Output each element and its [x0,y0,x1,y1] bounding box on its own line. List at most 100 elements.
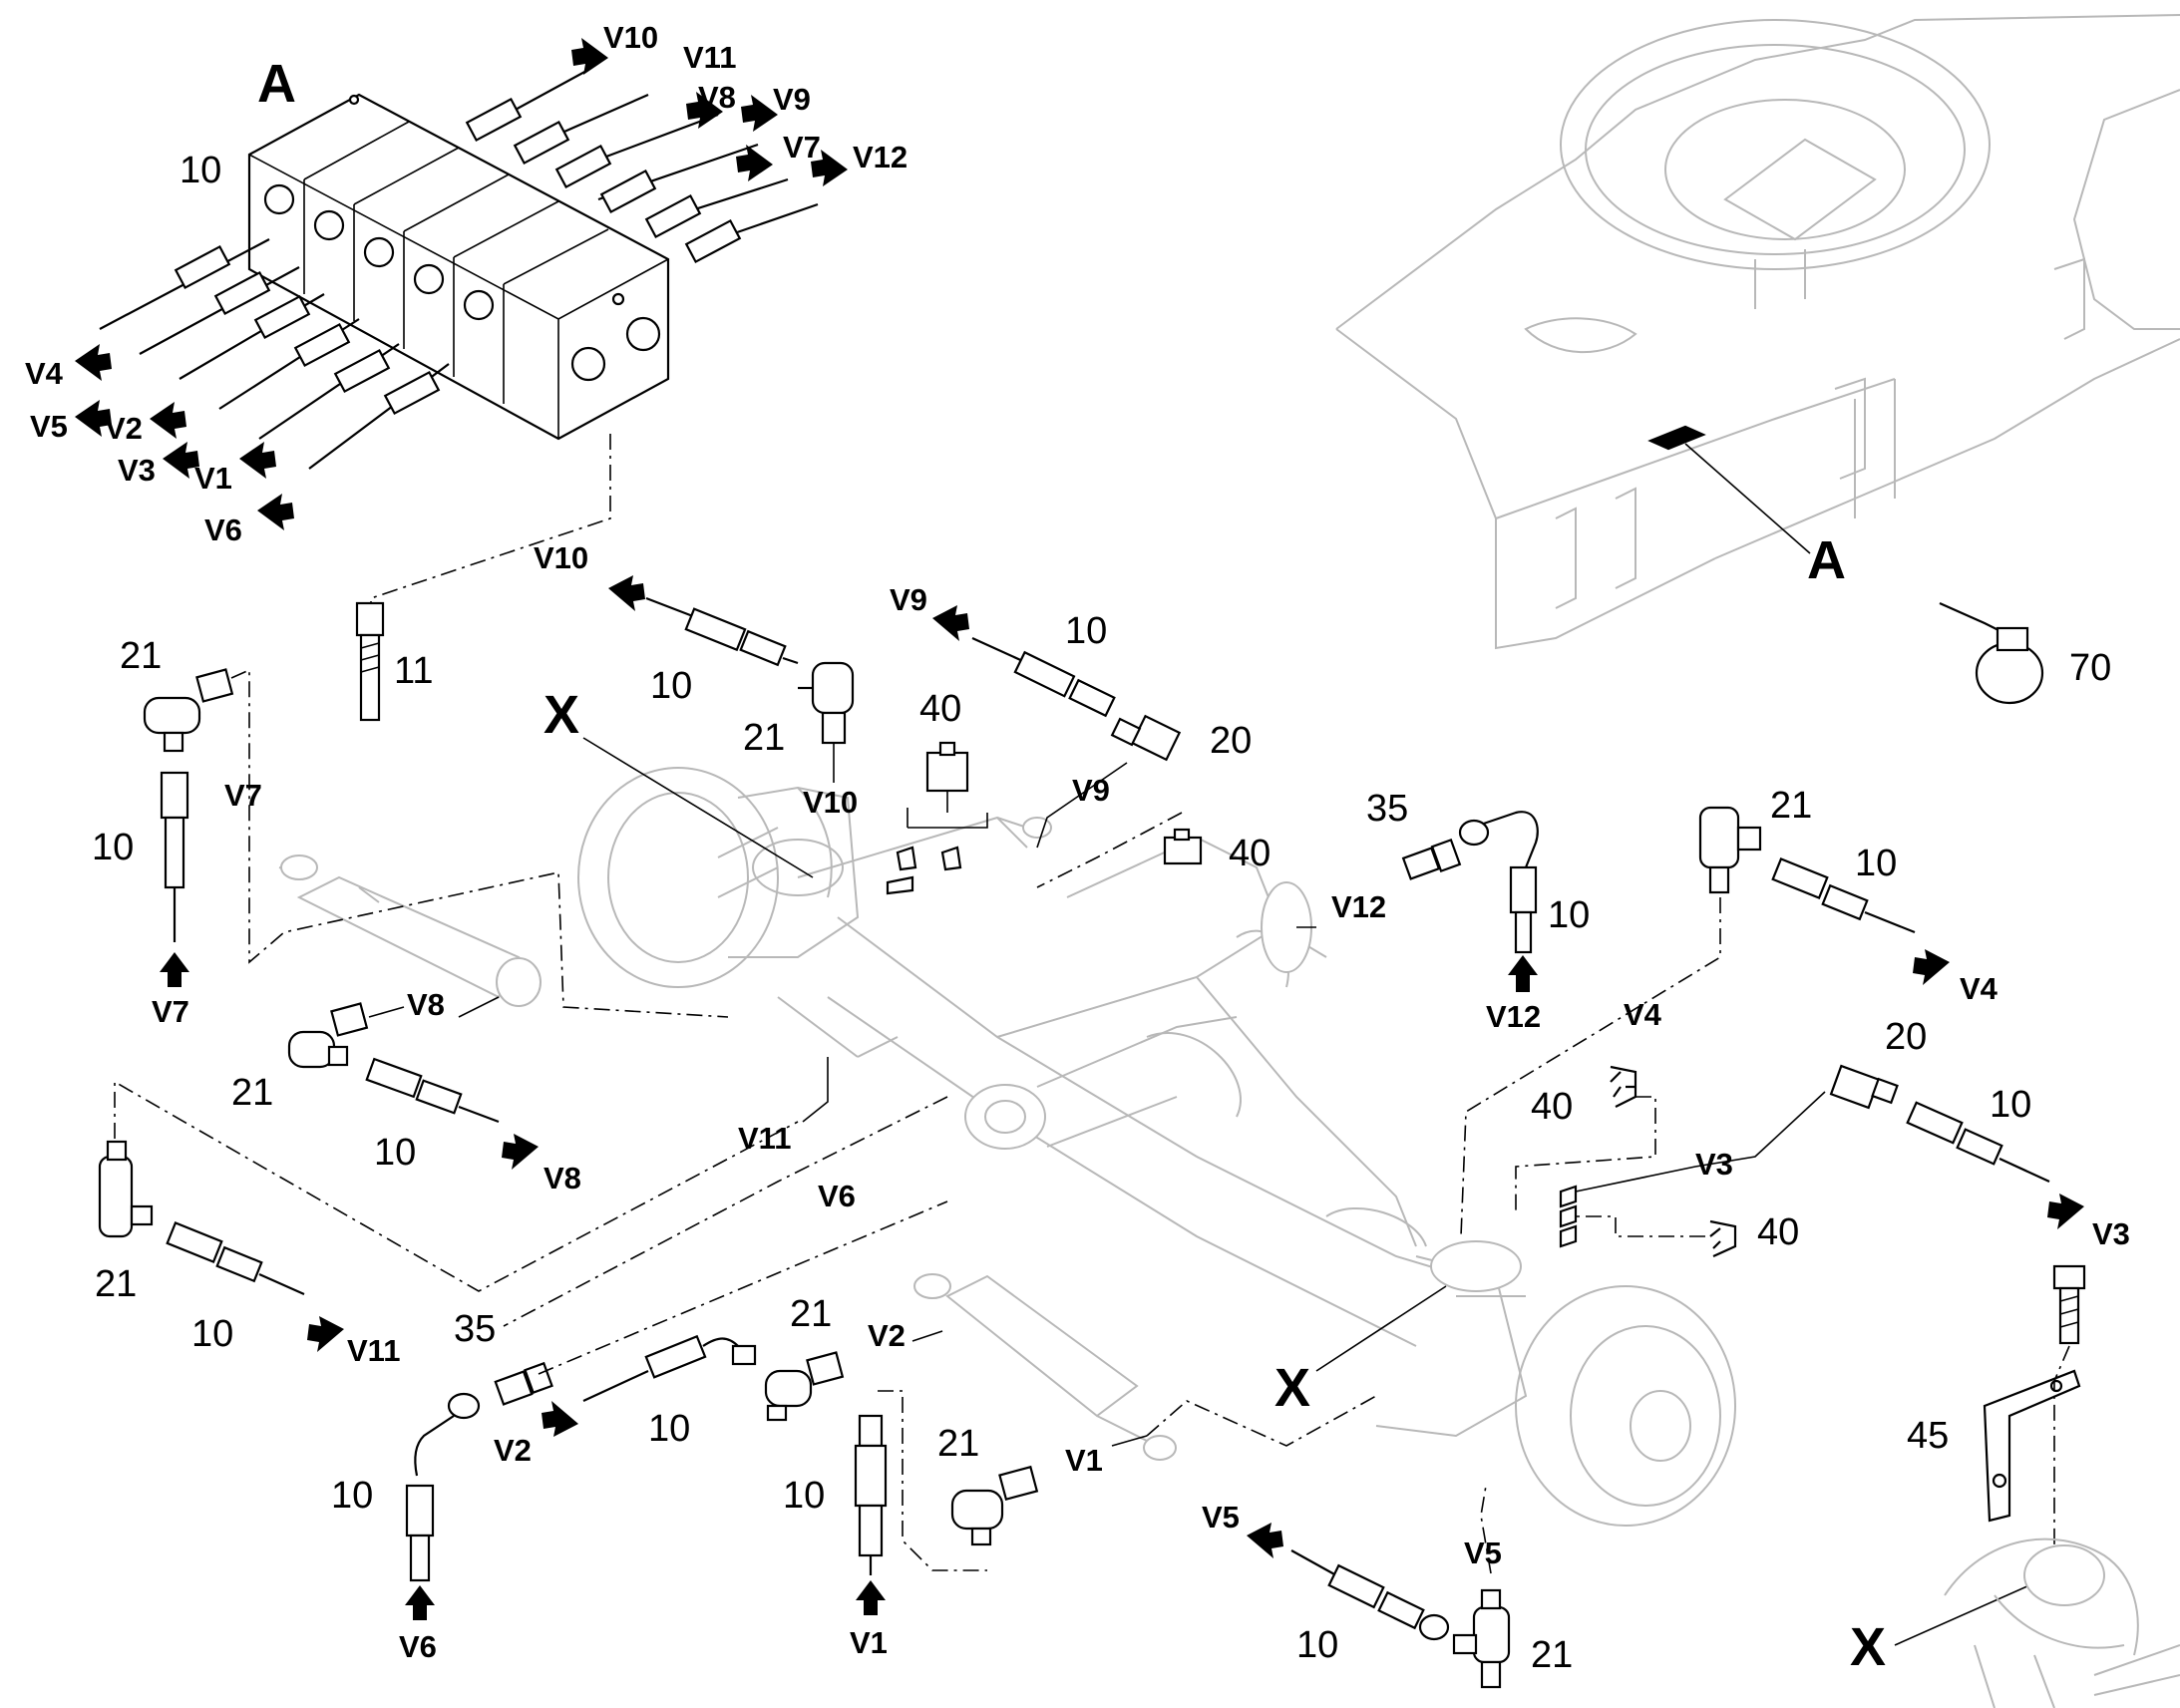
v5-pipe-label: V5 [1202,1500,1240,1535]
v9-leader [1036,762,1128,849]
corner-axle-view [1944,1537,2180,1708]
clip-axle-pair [886,846,962,895]
clip-right-lower-centerline [1576,1215,1705,1237]
clip-axle-stack [1559,1185,1578,1248]
block-label-v1: V1 [194,461,232,496]
v4-centerline [1460,897,1721,1237]
pipe-v10 [645,596,799,667]
block-to-bolt-centerline [370,434,611,628]
v11-path-label: V11 [738,1121,791,1156]
v1-fitting-label: V1 [1065,1443,1103,1478]
pipe-v7-number: 10 [92,827,134,868]
flow-arrow-v2 [542,1401,578,1437]
v6-adapter-centerline [538,1200,948,1375]
adapter-v12 [1401,838,1462,880]
block-label-v8: V8 [698,80,736,115]
datum-x-lower-leader [1315,1285,1447,1372]
v10-bottom-label: V10 [803,785,858,820]
elbow-fitting-v3 [1829,1064,1899,1110]
v2-pipe-label: V2 [494,1433,532,1468]
tee-fitting-v2-number: 21 [790,1293,832,1335]
screw-icon [355,601,385,722]
bracket-centerline [2053,1345,2070,1555]
tee-fitting-v8 [287,1002,369,1069]
v3-leader [1575,1091,1826,1193]
tee-fitting-v1 [950,1465,1039,1546]
v5-fitting-label: V5 [1464,1536,1502,1570]
pipe-v5-number: 10 [1296,1624,1338,1666]
clip-right-upper-centerline [1515,1096,1656,1211]
block-outlet-pipes-right [465,69,819,264]
flow-arrow-v9 [932,605,969,641]
block-label-v12: V12 [853,140,908,174]
v7-side-label: V7 [224,778,262,813]
steering-cylinder-upper [278,854,542,1007]
clip-right-lower-number: 40 [1757,1211,1799,1253]
bolt-icon [2052,1264,2086,1345]
pipe-v11-number: 10 [191,1313,233,1355]
elbow-fitting-v9 [1110,714,1182,762]
pipe-v9-number: 10 [1065,610,1107,652]
flow-arrow-v10 [608,575,645,611]
v11-centerline [114,1080,799,1292]
tee-fitting-v7 [143,668,234,753]
block-label-v11: V11 [683,40,736,75]
v2-fitting-label: V2 [868,1318,906,1353]
block-line-labels: V4 V5 V2 V3 V1 V6 V10 V11 V8 V9 V7 V12 [25,20,908,547]
cable-strap-icon [1939,601,2044,705]
tee-fitting-v11 [98,1140,154,1238]
distribution-block [247,93,670,441]
adapter-v6-number: 35 [454,1308,496,1350]
pipe-v3-number: 10 [1990,1084,2031,1126]
steering-cylinder-lower [913,1273,1177,1461]
flow-arrow-v12 [1508,955,1538,992]
pipe-v6 [405,1392,481,1582]
v1-bottom-label: V1 [850,1625,888,1660]
block-label-v9: V9 [773,82,811,117]
pipe-v4-number: 10 [1855,843,1897,884]
block-label-v10: V10 [603,20,658,55]
v6-bottom-label: V6 [399,1629,437,1664]
tee-fitting-v8-number: 21 [231,1072,273,1114]
v7-centerline [230,668,729,1018]
pipe-v9 [971,636,1116,718]
v8-leader [368,996,500,1018]
pipe-v10-number: 10 [650,665,692,707]
block-part-number: 10 [180,150,221,191]
pipe-v3 [1906,1101,2050,1183]
bracket-part-number: 45 [1907,1415,1949,1457]
elbow-fitting-v9-number: 20 [1210,720,1252,762]
v12-bottom-label: V12 [1486,999,1541,1034]
pipe-v5 [1290,1549,1450,1641]
block-label-v5: V5 [30,409,68,444]
v3-pipe-label: V3 [2092,1216,2130,1251]
datum-x-upper-leader [582,737,814,878]
tee-fitting-v4 [1698,806,1762,894]
v6-path-label: V6 [818,1179,856,1213]
flow-arrow-v6 [405,1585,435,1620]
pipe-v6-number: 10 [331,1475,373,1517]
clip-right-upper-number: 40 [1531,1086,1573,1128]
detail-a-marker [1647,425,1811,554]
mounting-bracket [1983,1369,2081,1523]
clip-right-lower [1709,1219,1737,1258]
clip-right-upper [1610,1065,1637,1108]
flow-arrow-v11 [307,1316,344,1352]
tee-fitting-v10-number: 21 [743,717,785,759]
v7-bottom-label: V7 [152,994,189,1029]
block-label-v2: V2 [105,411,143,446]
block-flow-arrows [75,38,848,530]
pipe-v1 [854,1414,888,1575]
tee-fitting-v4-number: 21 [1770,785,1812,827]
adapter-v6 [494,1361,553,1406]
clip-side-centerline [1036,812,1183,888]
adapter-v12-number: 35 [1366,788,1408,830]
tee-fitting-v10 [798,661,855,745]
pipe-v12 [1458,811,1539,954]
v12-axle-label: V12 [1331,889,1386,924]
pipe-v8 [365,1057,500,1124]
datum-x-upper: X [544,685,579,745]
v1-leader [1111,1435,1148,1447]
pipe-v12-number: 10 [1548,894,1590,936]
